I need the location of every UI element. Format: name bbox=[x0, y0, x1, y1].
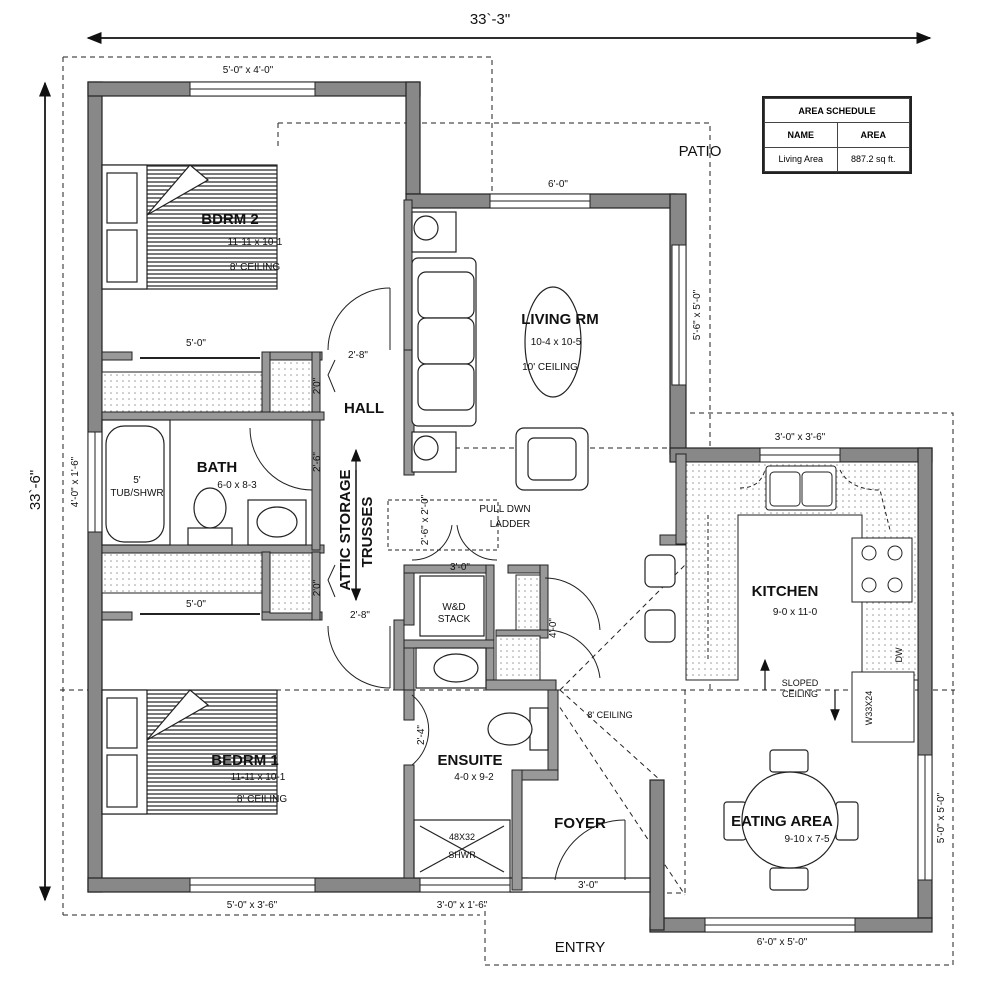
bath-vanity bbox=[247, 499, 307, 546]
dim-foyer-door: 3'-0" bbox=[578, 880, 598, 891]
doors bbox=[249, 287, 626, 881]
ladder-label-1: PULL DWN bbox=[479, 504, 530, 515]
bed-bdrm-2 bbox=[101, 164, 278, 290]
windows bbox=[87, 81, 933, 933]
dim-attic-hatch: 2'-6" x 2'-0" bbox=[420, 494, 431, 545]
sloped-ceiling-arrows bbox=[760, 658, 840, 722]
dim-closet-door-bottom: 2'0" bbox=[312, 579, 323, 596]
schedule-row-area: 887.2 sq ft. bbox=[836, 146, 910, 173]
dim-top-window: 5'-0" x 4'-0" bbox=[223, 65, 274, 76]
foyer-ceiling: 8' CEILING bbox=[587, 710, 632, 720]
washer-dryer bbox=[419, 575, 485, 637]
bdrm1-name: BEDRM 1 bbox=[211, 752, 279, 769]
bdrm2-name: BDRM 2 bbox=[201, 211, 259, 228]
overall-width-label: 33`-3" bbox=[470, 11, 510, 28]
armchair bbox=[515, 427, 589, 491]
area-schedule: AREA SCHEDULE NAME AREA Living Area 887.… bbox=[762, 96, 912, 174]
roof-outline bbox=[60, 56, 955, 966]
dim-ensuite-window: 3'-0" x 1'-6" bbox=[437, 900, 488, 911]
coffee-table bbox=[524, 286, 582, 398]
kitchen-size: 9-0 x 11-0 bbox=[773, 607, 818, 618]
bdrm1-ceiling: 8' CEILING bbox=[237, 794, 287, 805]
bath-name: BATH bbox=[197, 459, 238, 476]
ensuite-name: ENSUITE bbox=[437, 752, 502, 769]
dim-ensuite-door: 2'-4" bbox=[416, 725, 427, 745]
dim-eating-side-window: 5'-0" x 5'-0" bbox=[936, 792, 947, 843]
kitchen-name: KITCHEN bbox=[752, 583, 819, 600]
tub-label-1: 5' bbox=[133, 475, 141, 486]
room-labels: BDRM 2 11-11 x 10-1 8' CEILING LIVING RM… bbox=[110, 143, 904, 956]
bath-toilet bbox=[187, 487, 233, 546]
dim-wd-door: 3'-0" bbox=[450, 562, 470, 573]
foyer-name: FOYER bbox=[554, 815, 606, 832]
kitchen-sink bbox=[765, 465, 837, 511]
dimension-labels: 5'-0" x 4'-0" 6'-0" 5'-6" x 5'-0" 5'-0" … bbox=[70, 65, 947, 948]
living-size: 10-4 x 10-5 bbox=[531, 337, 582, 348]
dim-living-side-window: 5'-6" x 5'-0" bbox=[692, 289, 703, 340]
bathtub bbox=[101, 419, 171, 546]
ensuite-size: 4-0 x 9-2 bbox=[454, 772, 494, 783]
bdrm1-size: 11-11 x 10-1 bbox=[231, 772, 286, 783]
overall-depth-label: 33`-6" bbox=[27, 470, 44, 510]
dim-kitchen-window: 3'-0" x 3'-6" bbox=[775, 432, 826, 443]
dim-hall-door-top: 2'-8" bbox=[348, 350, 368, 361]
bed-bdrm-1 bbox=[101, 689, 278, 815]
dim-pantry-door: 4'-0" bbox=[548, 618, 559, 638]
tub-label-2: TUB/SHWR bbox=[110, 488, 163, 499]
overall-depth-dimension: 33`-6" bbox=[27, 81, 51, 902]
ensuite-shower bbox=[413, 819, 511, 879]
refrigerator bbox=[851, 671, 915, 743]
dim-closet-door-top: 2'0" bbox=[312, 377, 323, 394]
schedule-col-name: NAME bbox=[764, 122, 838, 148]
attic-sub: TRUSSES bbox=[359, 497, 376, 568]
hall-name: HALL bbox=[344, 400, 384, 417]
dim-hall-door-bottom: 2'-8" bbox=[350, 610, 370, 621]
interior-walls bbox=[101, 199, 687, 891]
closets bbox=[101, 357, 541, 681]
sofa bbox=[411, 257, 477, 427]
dim-bath-window: 4'-0" x 1'-6" bbox=[70, 456, 81, 507]
lamp-tables bbox=[411, 211, 457, 473]
living-name: LIVING RM bbox=[521, 311, 599, 328]
dim-eating-window: 6'-0" x 5'-0" bbox=[757, 937, 808, 948]
overall-width-dimension: 33`-3" bbox=[86, 11, 932, 44]
bdrm2-ceiling: 8' CEILING bbox=[230, 262, 280, 273]
dim-living-window: 6'-0" bbox=[548, 179, 568, 190]
bath-size: 6-0 x 8-3 bbox=[217, 480, 257, 491]
ensuite-toilet bbox=[487, 707, 549, 751]
ladder-label-2: LADDER bbox=[490, 519, 531, 530]
living-ceiling: 10' CEILING bbox=[522, 362, 578, 373]
wd-label-2: STACK bbox=[438, 614, 471, 625]
schedule-col-area: AREA bbox=[836, 122, 910, 148]
dim-closet1: 5'-0" bbox=[186, 599, 206, 610]
attic-hatch bbox=[387, 499, 499, 551]
schedule-title: AREA SCHEDULE bbox=[764, 97, 910, 124]
entry-name: ENTRY bbox=[555, 939, 606, 956]
range-stove bbox=[851, 537, 913, 603]
dining-table bbox=[723, 749, 859, 891]
eating-name: EATING AREA bbox=[731, 813, 833, 830]
dw-label: DW bbox=[894, 647, 904, 662]
bdrm2-size: 11-11 x 10-1 bbox=[228, 237, 283, 248]
ensuite-sink bbox=[415, 647, 487, 689]
shower-label-1: 48X32 bbox=[449, 832, 475, 842]
schedule-row-name: Living Area bbox=[764, 146, 838, 173]
dim-bottom-left-window: 5'-0" x 3'-6" bbox=[227, 900, 278, 911]
bar-stools bbox=[644, 554, 676, 643]
eating-size: 9-10 x 7-5 bbox=[784, 834, 829, 845]
wd-label-1: W&D bbox=[442, 602, 465, 613]
dim-bath-door: 2'-6" bbox=[312, 452, 323, 472]
shower-label-2: SHWR bbox=[448, 850, 476, 860]
attic-name: ATTIC STORAGE bbox=[337, 469, 354, 590]
fridge-label: W33X24 bbox=[864, 691, 874, 726]
patio-name: PATIO bbox=[679, 143, 722, 160]
sloped-label-2: CEILING bbox=[782, 689, 818, 699]
dim-closet2: 5'-0" bbox=[186, 338, 206, 349]
sloped-label-1: SLOPED bbox=[782, 678, 819, 688]
